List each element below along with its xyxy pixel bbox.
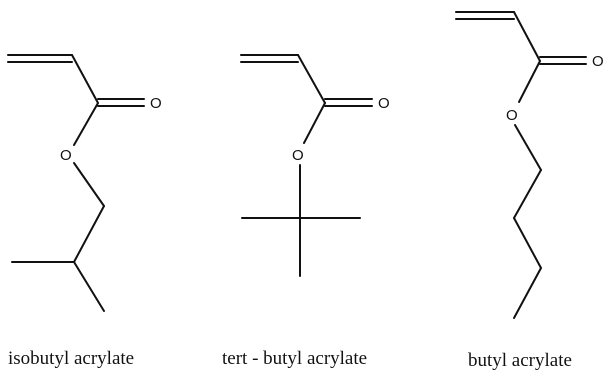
carbonyl-double-bond [324,98,373,107]
vinyl-double-bond [7,54,73,63]
bond [518,60,541,103]
bond [73,261,105,312]
bond [303,102,326,144]
bond [513,11,541,62]
bond [513,169,542,219]
bond [73,162,105,207]
bond [514,124,542,171]
carbonyl-oxygen-atom: O [150,95,162,112]
molecule-tert-butyl-acrylate: O O [240,54,390,277]
bond [513,217,542,269]
bond [71,54,99,104]
vinyl-double-bond [455,11,515,20]
molecule-butyl-acrylate: O O [455,11,604,319]
carbonyl-double-bond [539,56,587,65]
label-isobutyl-acrylate: isobutyl acrylate [8,348,135,369]
vinyl-double-bond [240,54,299,63]
bond [513,267,542,319]
label-tert-butyl-acrylate: tert - butyl acrylate [222,348,368,369]
bond [73,205,105,263]
ester-oxygen-atom: O [60,147,72,164]
carbonyl-oxygen-atom: O [378,95,390,112]
bond [297,54,326,104]
ester-oxygen-atom: O [506,107,518,124]
label-butyl-acrylate: butyl acrylate [468,350,572,371]
bond [73,102,99,146]
carbonyl-double-bond [97,98,145,107]
carbonyl-oxygen-atom: O [592,53,604,70]
molecule-isobutyl-acrylate: O O [7,54,162,312]
ester-oxygen-atom: O [292,147,304,164]
